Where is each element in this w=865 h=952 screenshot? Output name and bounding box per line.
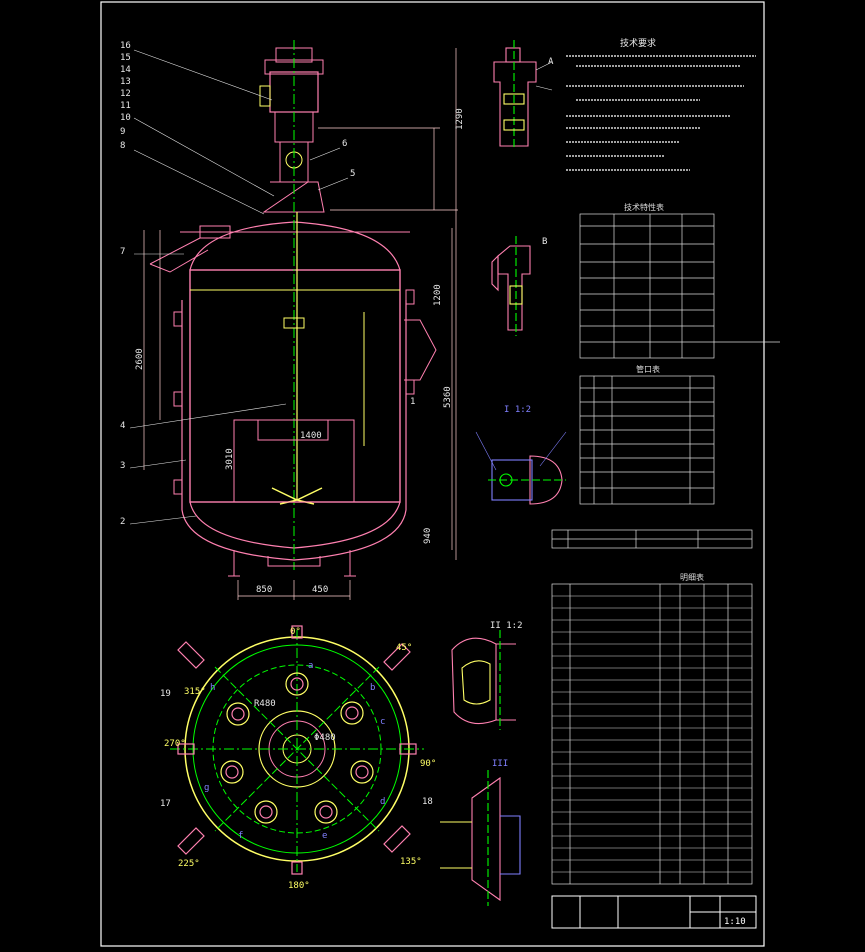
nozzle-label-a: a [308, 661, 313, 671]
detail-a-label: A [548, 57, 554, 67]
detail-d-label: II 1:2 [490, 621, 523, 631]
angle-270: 270° [164, 739, 186, 749]
svg-text:16: 16 [120, 41, 131, 51]
jacket [181, 300, 407, 561]
nozzle-label-g: g [204, 783, 209, 793]
detail-a [493, 40, 553, 150]
side-flanges [173, 289, 415, 495]
leader-lines [129, 49, 349, 525]
svg-text:4: 4 [120, 421, 125, 431]
dim-1: 2600 [135, 348, 145, 370]
plan-tag-1: 19 [160, 689, 171, 699]
svg-text:10: 10 [120, 113, 131, 123]
nozzle-table [579, 375, 715, 505]
impeller [271, 487, 323, 505]
detail-d [451, 630, 516, 730]
parts-list-rows [552, 595, 752, 873]
angle-315: 315° [184, 687, 206, 697]
parts-list-header: 明细表 [680, 572, 704, 582]
parts-list [551, 583, 753, 885]
svg-text:14: 14 [120, 65, 131, 75]
detail-c-label: I 1:2 [504, 405, 531, 415]
angle-90: 90° [420, 759, 436, 769]
detail-c [475, 431, 567, 505]
detail-e-label: III [492, 759, 508, 769]
svg-text:13: 13 [120, 77, 131, 87]
drawing-border [100, 1, 765, 947]
title-block-scale: 1:10 [724, 917, 746, 927]
top-head [189, 221, 401, 271]
angle-135: 135° [400, 857, 422, 867]
svg-text:7: 7 [120, 247, 125, 257]
svg-text:12: 12 [120, 89, 131, 99]
svg-text:15: 15 [120, 53, 131, 63]
nozzle-label-h: h [210, 683, 215, 693]
plan-nozzles [220, 672, 374, 824]
dim-inner: 1400 [300, 431, 322, 441]
section-view: 1290 5360 940 1200 2600 3010 850 450 140… [120, 40, 465, 600]
angle-225: 225° [178, 859, 200, 869]
nozzle-label-d: d [380, 797, 385, 807]
dim-2: 3010 [225, 448, 235, 470]
nozzle-label-e: e [322, 831, 327, 841]
svg-text:6: 6 [342, 139, 347, 149]
svg-text:3: 3 [120, 461, 125, 471]
part-number-column: 16 15 14 13 12 11 10 9 8 7 6 5 4 3 2 1 [120, 41, 415, 527]
dim-height-1: 1290 [455, 108, 465, 130]
detail-e [440, 770, 521, 906]
dim-width-1: 850 [256, 585, 272, 595]
nozzle-table-header: 管口表 [636, 364, 660, 374]
angle-45: 45° [396, 643, 412, 653]
plan-lugs [177, 625, 417, 875]
angle-180: 180° [288, 881, 310, 891]
dim-jacket: 1200 [433, 284, 443, 306]
angle-0: 0° [290, 627, 301, 637]
tech-requirements-header: 技术要求 [620, 37, 656, 49]
vessel-shell [189, 269, 401, 503]
plan-view: 0° 45° 90° 135° 180° 225° 270° 315° a b … [160, 625, 436, 891]
detail-b-label: B [542, 237, 547, 247]
svg-text:8: 8 [120, 141, 125, 151]
spec-table-header: 技术特性表 [624, 202, 664, 212]
dim-height-2: 5360 [443, 386, 453, 408]
svg-text:1: 1 [410, 397, 415, 407]
plan-tag-2: 18 [422, 797, 433, 807]
svg-text:5: 5 [350, 169, 355, 179]
plan-radius-label: R480 [254, 699, 276, 709]
nozzle-label-b: b [370, 683, 375, 693]
tech-requirements: 技术要求 [566, 37, 756, 171]
spec-table [579, 213, 780, 359]
svg-text:9: 9 [120, 127, 125, 137]
detail-b [491, 236, 531, 336]
plan-tag-3: 17 [160, 799, 171, 809]
reference-table [551, 529, 753, 549]
dim-width-2: 450 [312, 585, 328, 595]
dimension-lines [143, 48, 458, 600]
nozzle-label-c: c [380, 717, 385, 727]
plan-center-label: Φ480 [314, 733, 336, 743]
svg-text:11: 11 [120, 101, 131, 111]
nozzle-label-f: f [238, 831, 243, 841]
svg-text:2: 2 [120, 517, 125, 527]
dim-height-3: 940 [423, 528, 433, 544]
title-block [551, 895, 757, 929]
